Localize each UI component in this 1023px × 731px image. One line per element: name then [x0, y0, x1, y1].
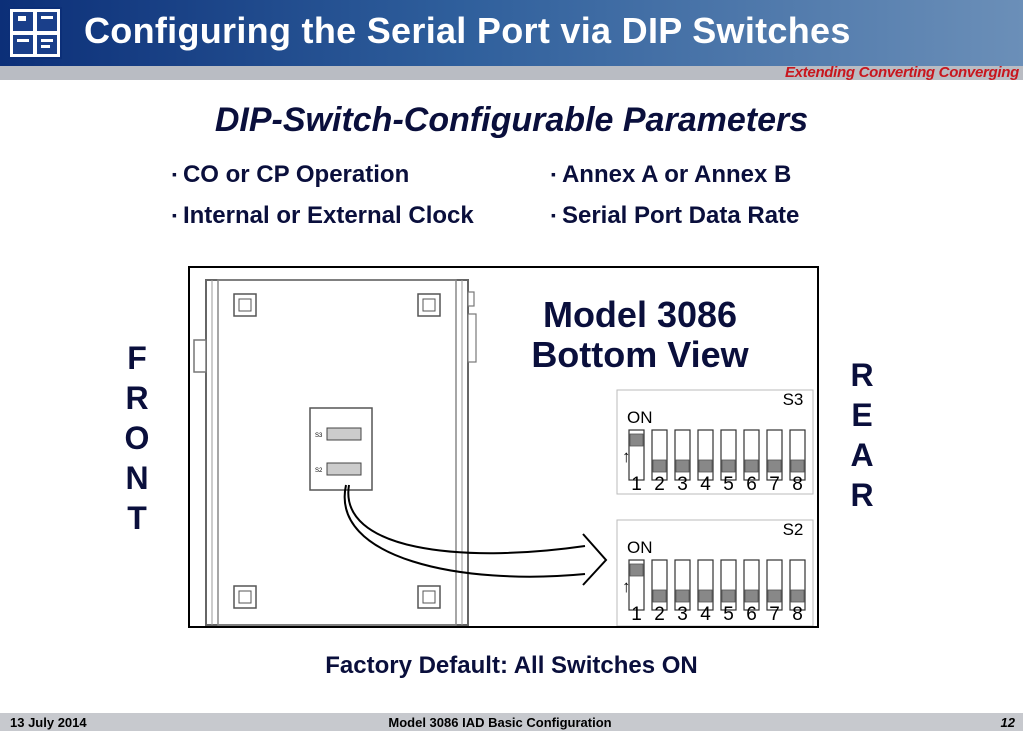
- switch-position-label: 8: [792, 474, 803, 495]
- switch-position-label: 6: [746, 604, 757, 625]
- dip-switch-body: [674, 429, 691, 481]
- switch-position-label: 2: [654, 604, 665, 625]
- header-bar: [0, 0, 1023, 66]
- dip-switch-body: [743, 429, 760, 481]
- dip-switch-knob: [744, 459, 759, 473]
- dip-switch-body: [789, 559, 806, 611]
- front-letter: F: [127, 340, 147, 376]
- switch-position-label: 5: [723, 474, 734, 495]
- front-letter: R: [125, 380, 149, 416]
- dip-switch-body: [720, 559, 737, 611]
- model-subtitle: Bottom View: [531, 334, 749, 375]
- switch-block-name: S2: [783, 520, 804, 539]
- mini-label-s2: S2: [315, 468, 323, 474]
- dip-switch-knob: [629, 433, 644, 447]
- model-title: Model 3086: [542, 294, 738, 335]
- dip-switch-knob: [790, 459, 805, 473]
- switch-position-label: 4: [700, 604, 711, 625]
- pe-logo-icon: [8, 7, 62, 59]
- dip-switch-knob: [767, 459, 782, 473]
- dip-switch-body: [697, 429, 714, 481]
- on-arrow-icon: ↑: [622, 447, 631, 466]
- switch-position-label: 1: [631, 474, 642, 495]
- rear-letter: R: [850, 357, 874, 393]
- bullet-marker: ▪: [551, 207, 556, 223]
- switch-position-label: 3: [677, 474, 688, 495]
- switch-on-label: ON: [627, 538, 653, 557]
- header-rule: [0, 66, 1023, 80]
- switch-position-label: 7: [769, 474, 780, 495]
- bullet-item: ▪ Annex A or Annex B: [551, 161, 791, 189]
- footer-date: 13 July 2014: [10, 715, 87, 730]
- dip-switch-knob: [629, 563, 644, 577]
- bullet-marker: ▪: [172, 166, 177, 182]
- dip-switch-body: [651, 559, 668, 611]
- dip-switch-knob: [652, 459, 667, 473]
- dip-switch-body: [720, 429, 737, 481]
- switch-block-name: S3: [783, 390, 804, 409]
- dip-switch-body: [697, 559, 714, 611]
- footer-title: Model 3086 IAD Basic Configuration: [388, 715, 612, 730]
- dip-switch-knob: [744, 589, 759, 603]
- dip-switch-body: [674, 559, 691, 611]
- bullet-marker: ▪: [172, 207, 177, 223]
- front-letter: T: [127, 500, 147, 536]
- model-label: Model 3086 Bottom View: [500, 295, 780, 375]
- bullet-text: Annex A or Annex B: [561, 161, 792, 188]
- switch-position-label: 6: [746, 474, 757, 495]
- factory-default-note: Factory Default: All Switches ON: [325, 652, 698, 679]
- dip-switch-knob: [721, 459, 736, 473]
- dip-switch-body: [789, 429, 806, 481]
- bullet-item: ▪ Internal or External Clock: [172, 202, 474, 230]
- switch-position-label: 3: [677, 604, 688, 625]
- dip-switch-knob: [698, 589, 713, 603]
- mini-label-s3: S3: [315, 433, 323, 439]
- dip-switch-body: [766, 559, 783, 611]
- dip-switch-body: [766, 429, 783, 481]
- slide-title: Configuring the Serial Port via DIP Swit…: [84, 10, 851, 51]
- rear-letter: E: [851, 397, 873, 433]
- front-letter: N: [125, 460, 149, 496]
- bullet-text: CO or CP Operation: [182, 161, 410, 188]
- rear-label: R E A R: [842, 355, 882, 515]
- dip-switch-knob: [767, 589, 782, 603]
- front-label: F R O N T: [117, 338, 157, 538]
- bullet-marker: ▪: [551, 166, 556, 182]
- switch-position-label: 4: [700, 474, 711, 495]
- switch-position-label: 1: [631, 604, 642, 625]
- tagline: Extending Converting Converging: [784, 64, 1019, 81]
- bullet-text: Internal or External Clock: [182, 202, 474, 229]
- dip-switch-knob: [675, 459, 690, 473]
- dip-switch-knob: [721, 589, 736, 603]
- bullet-text: Serial Port Data Rate: [561, 202, 800, 229]
- dip-switch-body: [743, 559, 760, 611]
- rear-letter: A: [850, 437, 874, 473]
- on-arrow-icon: ↑: [622, 577, 631, 596]
- slide-subtitle: DIP-Switch-Configurable Parameters: [214, 101, 809, 139]
- front-letter: O: [124, 420, 150, 456]
- switch-position-label: 7: [769, 604, 780, 625]
- dip-switch-knob: [790, 589, 805, 603]
- dip-switch-body: [651, 429, 668, 481]
- switch-position-label: 5: [723, 604, 734, 625]
- bullet-item: ▪ CO or CP Operation: [172, 161, 409, 189]
- dip-switch-knob: [675, 589, 690, 603]
- bullet-item: ▪ Serial Port Data Rate: [551, 202, 799, 230]
- switch-position-label: 2: [654, 474, 665, 495]
- page-number: 12: [1000, 715, 1015, 730]
- dip-switch-knob: [652, 589, 667, 603]
- switch-on-label: ON: [627, 408, 653, 427]
- switch-position-label: 8: [792, 604, 803, 625]
- footer-bar: [0, 713, 1023, 731]
- dip-switch-knob: [698, 459, 713, 473]
- rear-letter: R: [850, 477, 874, 513]
